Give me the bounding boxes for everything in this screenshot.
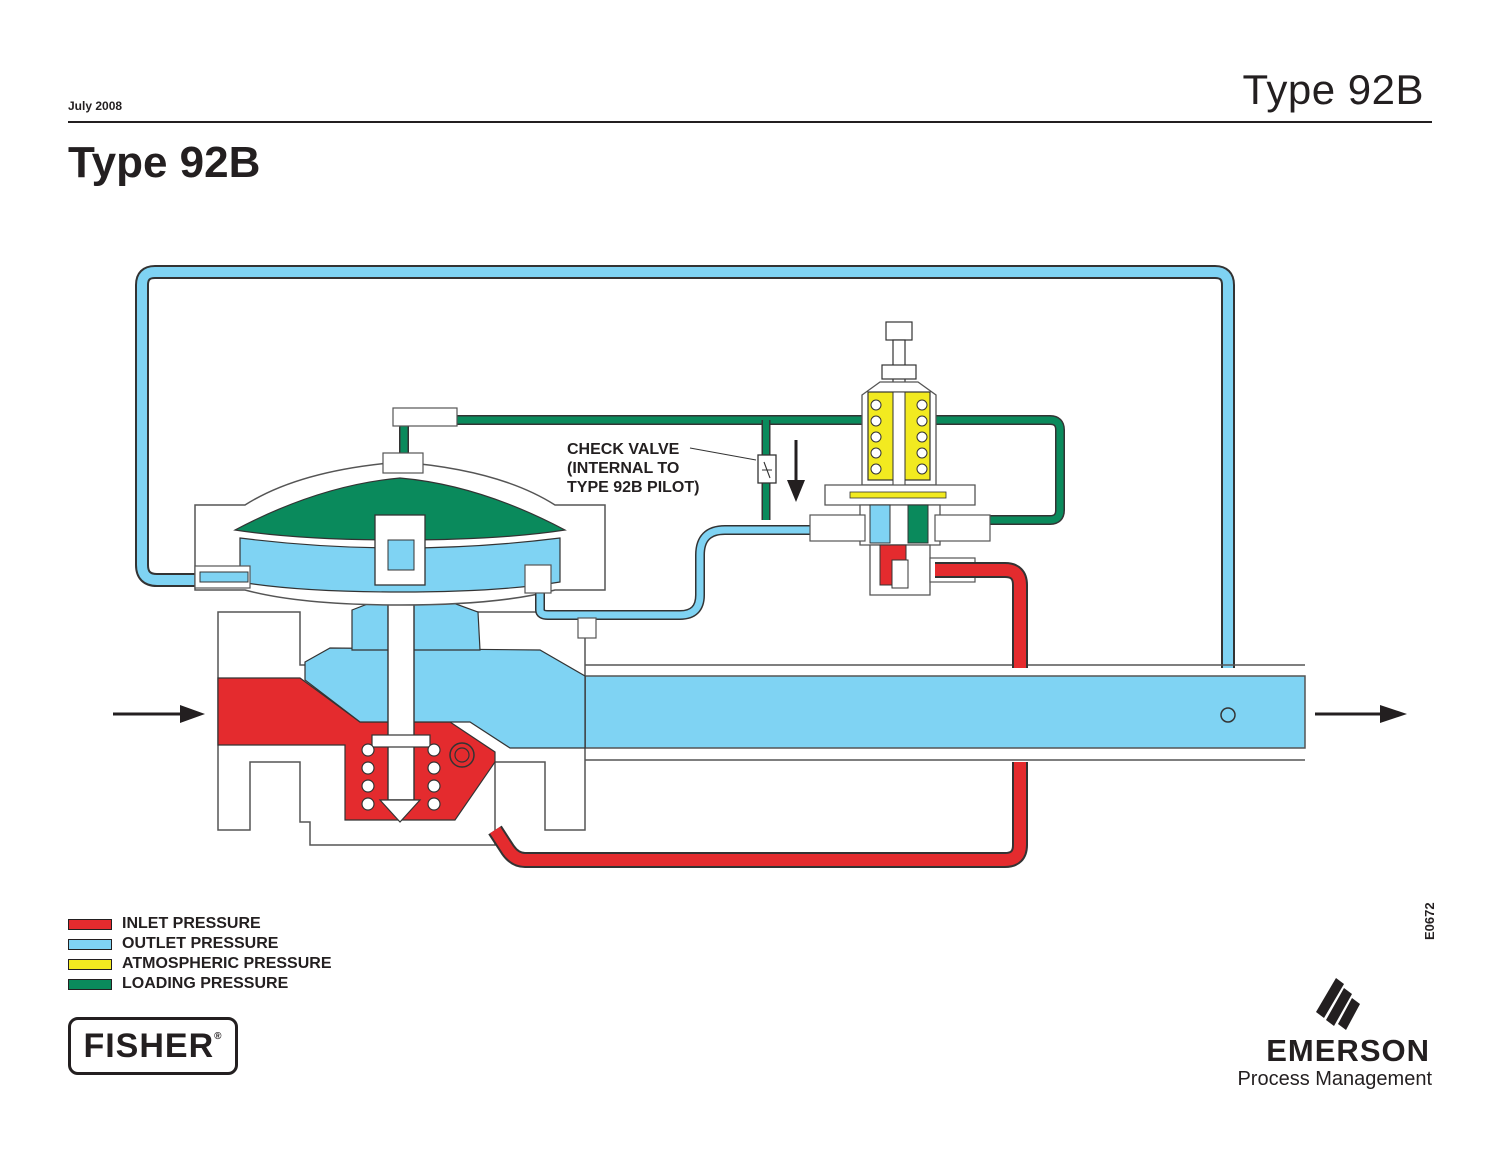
legend-label: INLET PRESSURE [122, 915, 261, 932]
outlet-tap-circle [1220, 707, 1236, 723]
check-valve-label: CHECK VALVE (INTERNAL TO TYPE 92B PILOT) [567, 440, 699, 497]
loading-chamber [233, 477, 567, 541]
legend-swatch [68, 938, 112, 950]
legend-swatch [68, 978, 112, 990]
legend-item-atmospheric: ATMOSPHERIC PRESSURE [68, 954, 332, 974]
pilot-assembly [809, 321, 991, 596]
legend-item-outlet: OUTLET PRESSURE [68, 934, 332, 954]
outlet-arrow [1315, 705, 1407, 723]
emerson-mark-icon [1316, 978, 1360, 1030]
document-date: July 2008 [68, 99, 123, 113]
legend-swatch [68, 958, 112, 970]
legend-item-inlet: INLET PRESSURE [68, 914, 332, 934]
check-valve-label-line: (INTERNAL TO [567, 460, 680, 477]
main-valve-spring [361, 743, 441, 811]
figure-code: E0672 [1422, 902, 1437, 940]
registered-mark: ® [214, 1030, 223, 1042]
legend-label: OUTLET PRESSURE [122, 935, 279, 952]
check-valve-label-line: TYPE 92B PILOT) [567, 479, 700, 496]
fisher-logo-text: FISHER [83, 1026, 215, 1065]
check-valve-label-line: CHECK VALVE [567, 441, 680, 458]
header-title: Type 92B [1242, 66, 1424, 113]
fisher-logo: FISHER® [68, 1017, 238, 1075]
inlet-arrow [113, 705, 205, 723]
emerson-wordmark: EMERSON [1266, 1033, 1430, 1068]
legend-label: LOADING PRESSURE [122, 975, 289, 992]
page-title: Type 92B [68, 138, 261, 187]
check-valve-leader [689, 447, 757, 461]
outlet-pipe-flow [584, 675, 1306, 749]
legend-label: ATMOSPHERIC PRESSURE [122, 955, 332, 972]
pressure-legend: INLET PRESSURE OUTLET PRESSURE ATMOSPHER… [68, 914, 332, 994]
emerson-tagline: Process Management [1237, 1068, 1432, 1090]
inlet-port [449, 742, 475, 768]
header-divider [68, 121, 1432, 123]
legend-swatch [68, 918, 112, 930]
legend-item-loading: LOADING PRESSURE [68, 974, 332, 994]
